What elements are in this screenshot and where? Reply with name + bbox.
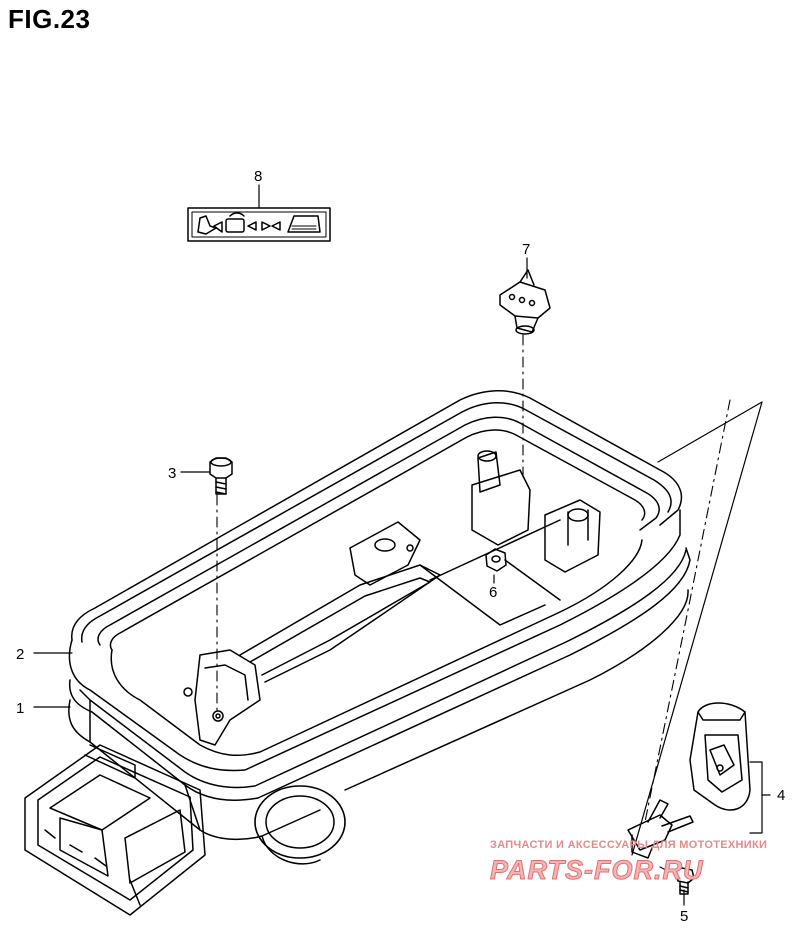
callout-leaders [33, 184, 771, 906]
label-decal-part-8-drawing [187, 207, 331, 242]
callout-position-7: 7 [522, 241, 530, 258]
callout-position-1: 1 [16, 700, 24, 717]
cowling-body-drawing [68, 390, 691, 865]
bolt-part-3-drawing [209, 457, 233, 495]
callout-position-3: 3 [168, 465, 176, 482]
clip-part-drawing [627, 799, 694, 859]
inner-bracket-drawing [183, 521, 546, 746]
cap-part-7-drawing [499, 269, 551, 335]
watermark-tagline: ЗАПЧАСТИ И АКСЕССУАРЫ ДЛЯ МОТОТЕХНИКИ [490, 839, 767, 851]
construction-lines [631, 401, 763, 856]
figure-title: FIG.23 [8, 4, 91, 34]
callout-position-5: 5 [680, 908, 688, 925]
callout-position-6: 6 [489, 584, 497, 601]
watermark-logo: PARTS-FOR.RU [490, 855, 704, 885]
rear-mount-drawing [429, 450, 601, 601]
lower-frame-drawing [24, 744, 206, 916]
callout-position-4: 4 [777, 787, 785, 804]
callout-position-8: 8 [254, 168, 262, 185]
dashed-centre-lines [216, 334, 731, 876]
nut-part-6-drawing [485, 548, 507, 572]
callout-1-position-2: 2 [16, 646, 24, 663]
watermark: ЗАПЧАСТИ И АКСЕССУАРЫ ДЛЯ МОТОТЕХНИКИ PA… [490, 839, 767, 886]
handle-part-4-drawing [689, 702, 751, 811]
callout-numbers: 2 1 3 4 5 6 7 8 [16, 168, 785, 925]
